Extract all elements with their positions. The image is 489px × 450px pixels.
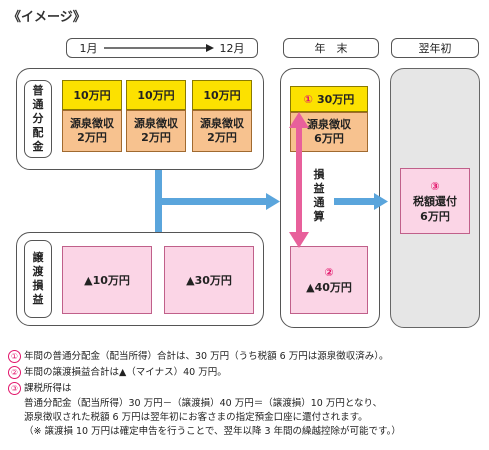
dividends-row-label: 普 通 分 配 金 xyxy=(24,80,52,158)
year-end-header: 年 末 xyxy=(283,38,379,58)
marker-3: ③ xyxy=(430,179,440,193)
connector-vertical xyxy=(155,170,162,232)
transfer-row-label: 譲 渡 損 益 xyxy=(24,240,52,318)
dividend-tax-3: 源泉徴収 2万円 xyxy=(192,110,252,152)
period-header: 1月 12月 xyxy=(66,38,258,58)
netting-label: 損 益 通 算 xyxy=(313,168,325,223)
year-end-dividend-total: ① 30万円 xyxy=(290,86,368,112)
arrow-to-year-end-icon xyxy=(266,193,280,210)
dividend-tax-2: 源泉徴収 2万円 xyxy=(126,110,186,152)
period-arrow-icon xyxy=(103,44,214,52)
note-1-marker: ① xyxy=(8,350,21,363)
tax-refund-box: ③ 税額還付 6万円 xyxy=(400,168,470,234)
note-3-line-4: （※ 譲渡損 10 万円は確定申告を行うことで、翌年以降 3 年間の繰越控除が可… xyxy=(24,426,401,437)
year-end-tax: 源泉徴収 6万円 xyxy=(290,112,368,152)
note-3-marker: ③ xyxy=(8,382,21,395)
next-year-header: 翌年初 xyxy=(391,38,479,58)
dividend-amount-1: 10万円 xyxy=(62,80,122,110)
year-end-transfer-total: ② ▲40万円 xyxy=(290,246,368,314)
note-3-line-3: 源泉徴収された税額 6 万円は翌年初にお客さまの指定預金口座に還付されます。 xyxy=(24,412,368,423)
period-end: 12月 xyxy=(219,42,245,55)
note-2-marker: ② xyxy=(8,366,21,379)
marker-2: ② xyxy=(324,266,334,279)
dividend-amount-3: 10万円 xyxy=(192,80,252,110)
transfer-loss-2: ▲30万円 xyxy=(164,246,254,314)
dividend-tax-1: 源泉徴収 2万円 xyxy=(62,110,122,152)
connector-horizontal xyxy=(162,198,266,205)
transfer-loss-1: ▲10万円 xyxy=(62,246,152,314)
marker-1: ① xyxy=(303,92,313,106)
period-start: 1月 xyxy=(79,42,98,55)
dividend-amount-2: 10万円 xyxy=(126,80,186,110)
note-3-line-2: 普通分配金（配当所得）30 万円－（譲渡損）40 万円＝（譲渡損）10 万円とな… xyxy=(24,398,383,409)
diagram-title: 《イメージ》 xyxy=(8,10,86,25)
